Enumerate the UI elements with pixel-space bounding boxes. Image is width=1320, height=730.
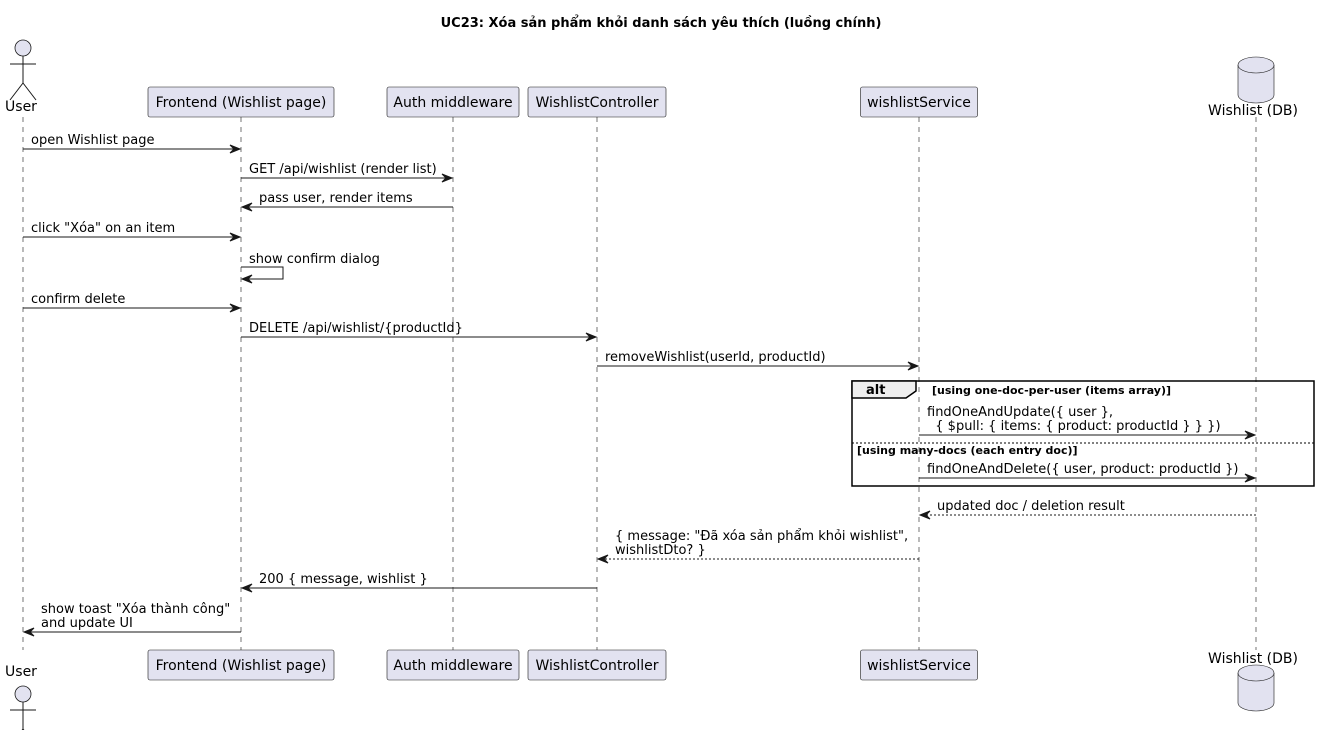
database-cylinder: [1237, 664, 1275, 712]
message-label: pass user, render items: [259, 191, 413, 206]
participant-label: Wishlist (DB): [1208, 651, 1298, 667]
participant-bottom-user: User: [5, 664, 37, 730]
alt-label: alt: [866, 383, 885, 398]
participant-label: wishlistService: [867, 95, 971, 111]
participant-label: User: [5, 99, 37, 115]
participant-box: [147, 649, 335, 681]
actor-leg: [9, 82, 24, 101]
database-rim: [1237, 672, 1275, 682]
message-label: and update UI: [41, 616, 133, 631]
message-label: { $pull: { items: { product: productId }…: [927, 419, 1221, 434]
participant-box: [860, 86, 978, 118]
participant-box: [527, 86, 667, 118]
participant-label: Auth middleware: [393, 95, 512, 111]
database-rim: [1237, 64, 1275, 74]
message-5: show confirm dialog: [240, 252, 380, 284]
actor-leg: [22, 82, 37, 101]
participant-label: WishlistController: [535, 95, 658, 111]
message-10: findOneAndDelete({ user, product: produc…: [919, 462, 1257, 483]
participant-box: [527, 649, 667, 681]
message-label: GET /api/wishlist (render list): [249, 162, 437, 177]
arrow-head: [1244, 430, 1257, 440]
participant-box: [860, 649, 978, 681]
message-label: removeWishlist(userId, productId): [605, 350, 826, 365]
message-label: open Wishlist page: [31, 133, 154, 148]
participant-label: WishlistController: [535, 658, 658, 674]
participant-label: User: [5, 664, 37, 680]
message-label: DELETE /api/wishlist/{productId}: [249, 321, 463, 336]
participant-label: Auth middleware: [393, 658, 512, 674]
message-4: click "Xóa" on an item: [23, 221, 242, 242]
arrow-head: [585, 332, 598, 342]
participant-box: [386, 649, 520, 681]
participant-top-auth: Auth middleware: [386, 86, 520, 118]
arrow-head: [229, 303, 242, 313]
message-label: findOneAndDelete({ user, product: produc…: [927, 462, 1238, 477]
alt-frame: [851, 380, 1315, 487]
alt-tab: [851, 380, 917, 399]
actor-head: [14, 39, 32, 57]
participant-top-user: User: [5, 39, 37, 115]
participant-bottom-auth: Auth middleware: [386, 649, 520, 681]
message-label: show confirm dialog: [249, 252, 380, 267]
lifelines: [22, 117, 1257, 650]
message-6: confirm delete: [23, 292, 242, 313]
message-line: [241, 266, 284, 280]
participant-box: [147, 86, 335, 118]
alt-fragment: alt [using one-doc-per-user (items array…: [851, 380, 1315, 487]
participant-bottom-ctrl: WishlistController: [527, 649, 667, 681]
arrow-head: [22, 627, 35, 637]
alt-guard-1: [using one-doc-per-user (items array)]: [932, 384, 1171, 397]
message-12: { message: "Đã xóa sản phẩm khỏi wishlis…: [596, 529, 919, 564]
participant-top-db: Wishlist (DB): [1208, 56, 1298, 119]
arrow-head: [907, 361, 920, 371]
message-13: 200 { message, wishlist }: [240, 572, 597, 593]
message-label: wishlistDto? }: [615, 543, 706, 558]
participants-top: User Frontend (Wishlist page) Auth middlew…: [5, 39, 1298, 119]
diagram-title: UC23: Xóa sản phẩm khỏi danh sách yêu th…: [441, 15, 882, 31]
participant-label: wishlistService: [867, 658, 971, 674]
participant-top-svc: wishlistService: [860, 86, 978, 118]
message-label: click "Xóa" on an item: [31, 221, 175, 236]
arrow-head: [229, 232, 242, 242]
participant-box: [386, 86, 520, 118]
participant-label: Wishlist (DB): [1208, 103, 1298, 119]
message-11: updated doc / deletion result: [918, 499, 1256, 520]
message-label: { message: "Đã xóa sản phẩm khỏi wishlis…: [615, 529, 908, 544]
arrow-head: [240, 583, 253, 593]
message-label: show toast "Xóa thành công": [41, 602, 230, 617]
arrow-head: [229, 144, 242, 154]
message-label: findOneAndUpdate({ user },: [927, 405, 1113, 420]
participant-bottom-svc: wishlistService: [860, 649, 978, 681]
alt-guard-2: [using many-docs (each entry doc)]: [857, 444, 1078, 457]
participant-bottom-db: Wishlist (DB): [1208, 651, 1298, 712]
message-14: show toast "Xóa thành công"and update UI: [22, 602, 241, 637]
arrow-head: [240, 202, 253, 212]
participants-bottom: User Frontend (Wishlist page) Auth middlew…: [5, 649, 1298, 730]
database-cylinder: [1237, 56, 1275, 104]
message-label: updated doc / deletion result: [937, 499, 1125, 514]
message-7: DELETE /api/wishlist/{productId}: [241, 321, 598, 342]
message-label: 200 { message, wishlist }: [259, 572, 428, 587]
arrow-head: [441, 173, 454, 183]
message-9: findOneAndUpdate({ user }, { $pull: { it…: [919, 405, 1257, 440]
actor-head: [14, 685, 32, 703]
participant-top-ctrl: WishlistController: [527, 86, 667, 118]
participant-label: Frontend (Wishlist page): [156, 658, 327, 674]
message-3: pass user, render items: [240, 191, 453, 212]
message-1: open Wishlist page: [23, 133, 242, 154]
arrow-head: [918, 510, 931, 520]
participant-bottom-fe: Frontend (Wishlist page): [147, 649, 335, 681]
arrow-head: [1244, 473, 1257, 483]
arrow-head: [596, 554, 609, 564]
arrow-head: [240, 274, 253, 284]
participant-top-fe: Frontend (Wishlist page): [147, 86, 335, 118]
participant-label: Frontend (Wishlist page): [156, 95, 327, 111]
message-label: confirm delete: [31, 292, 125, 307]
message-2: GET /api/wishlist (render list): [241, 162, 454, 183]
message-8: removeWishlist(userId, productId): [597, 350, 920, 371]
